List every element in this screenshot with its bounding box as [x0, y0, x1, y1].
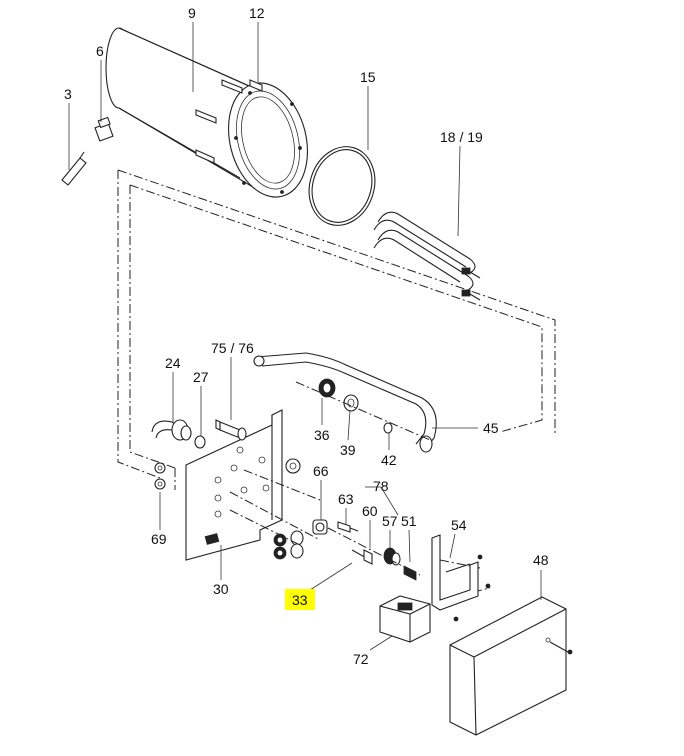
callout-51: 51: [401, 513, 417, 529]
callout-12: 12: [249, 5, 265, 21]
callout-57: 57: [382, 513, 398, 529]
nut-39: [343, 394, 359, 412]
callout-6: 6: [96, 43, 104, 59]
connector-51: [403, 565, 417, 581]
callout-33-highlight: [285, 589, 315, 610]
washer-42: [383, 422, 393, 434]
washer-27: [194, 435, 206, 449]
callout-72: 72: [353, 651, 369, 667]
callout-42: 42: [381, 452, 397, 468]
callout-3: 3: [64, 86, 72, 102]
hose-45: [253, 352, 437, 453]
assembly-boundary: [117, 169, 556, 490]
fitting-57: [383, 547, 401, 566]
callout-labels: 3 6 9 12 15 18 / 19 24 27 75 / 76 36 39 …: [64, 5, 549, 667]
callout-24: 24: [165, 355, 181, 371]
gasket-15: [308, 146, 376, 226]
mounting-plate-30: [185, 409, 283, 561]
fitting-6: [94, 116, 114, 142]
heating-element-18-19: [373, 211, 481, 301]
sensor-probe-60: [351, 549, 373, 565]
callout-30: 30: [213, 581, 229, 597]
washer-69: [154, 462, 166, 490]
callout-36: 36: [314, 427, 330, 443]
nut-on-plate: [285, 458, 301, 474]
callout-48: 48: [533, 552, 549, 568]
bracket-54: [431, 534, 491, 622]
relay-72: [379, 595, 431, 643]
probe-3: [61, 151, 87, 186]
callout-66: 66: [313, 463, 329, 479]
alignment-lines: [229, 381, 491, 601]
callout-54: 54: [451, 517, 467, 533]
callout-45: 45: [483, 420, 499, 436]
gasket-36: [318, 378, 336, 398]
tank-cylinder: [105, 27, 309, 198]
callout-78: 78: [373, 478, 389, 494]
sensor-66: [312, 519, 328, 535]
callout-18-19: 18 / 19: [440, 129, 483, 145]
callout-9: 9: [188, 5, 196, 21]
connector-63: [337, 521, 359, 533]
cover-48: [449, 596, 573, 736]
callout-69: 69: [151, 531, 167, 547]
callout-60: 60: [362, 503, 378, 519]
callout-39: 39: [340, 442, 356, 458]
callout-27: 27: [193, 369, 209, 385]
nuts-33-area: [273, 530, 304, 560]
fitting-24: [151, 419, 192, 441]
callout-63: 63: [338, 491, 354, 507]
callout-15: 15: [360, 69, 376, 85]
leader-lines: [68, 22, 542, 651]
valve-75-76: [215, 419, 247, 441]
callout-75-76: 75 / 76: [211, 340, 254, 356]
callout-33: 33: [292, 592, 308, 608]
